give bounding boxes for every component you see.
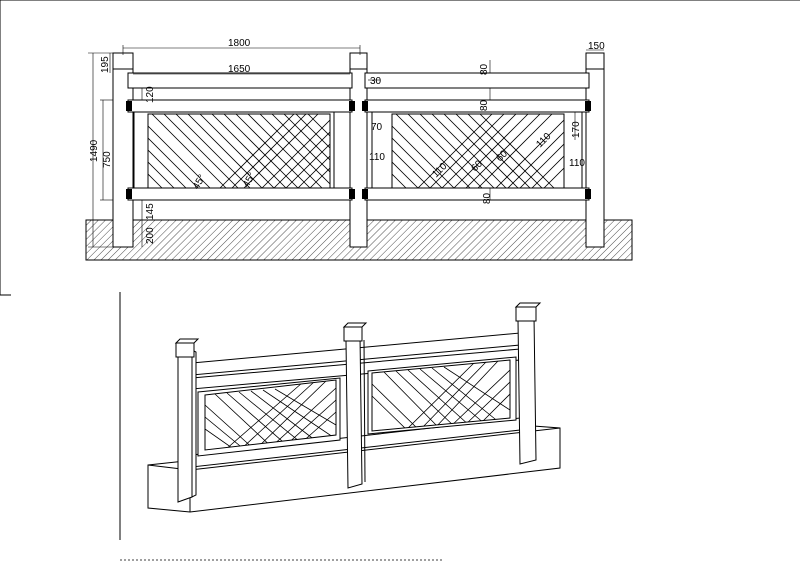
elevation-view: 1800 1650 150 195 1490 750 120 145 200 3… <box>85 38 633 261</box>
dim-rail-80-top: 80 <box>479 63 490 75</box>
dim-rail-length: 1650 <box>228 64 251 75</box>
panel-inner-left <box>147 113 331 189</box>
persp-post-left-cap <box>175 342 195 358</box>
dim-panel-height: 750 <box>102 151 113 168</box>
rail-stub <box>126 189 132 199</box>
dim-rail-80-bottom: 80 <box>482 192 493 204</box>
persp-post-middle-cap <box>343 326 363 342</box>
bottom-rail-left <box>127 187 353 201</box>
dim-total-height: 1490 <box>89 139 100 162</box>
post-middle-cap <box>349 52 368 70</box>
rail-stub <box>585 101 591 111</box>
post-left-cap <box>112 52 134 70</box>
rail-stub <box>349 189 355 199</box>
dim-rail-80-mid: 80 <box>479 99 490 111</box>
persp-post-middle <box>345 335 363 489</box>
bottom-rail-right <box>364 187 590 201</box>
slats-right <box>392 114 564 188</box>
dim-cap-height: 195 <box>100 56 111 73</box>
mid-rail-right <box>364 99 590 113</box>
rail-stub <box>362 101 368 111</box>
slats-left <box>148 114 330 188</box>
dim-total-width: 1800 <box>228 38 251 49</box>
dim-bottom-gap: 145 <box>145 203 156 220</box>
dim-gap-70: 70 <box>371 122 383 133</box>
post-middle <box>349 52 368 248</box>
top-rail-right <box>364 72 590 89</box>
top-rail-left <box>127 72 353 89</box>
persp-slats-left <box>205 380 336 450</box>
dim-frame-left-110: 110 <box>369 152 385 163</box>
post-right-cap <box>585 52 605 70</box>
dim-top-rail-gap: 120 <box>145 86 156 103</box>
dim-buried: 200 <box>145 227 156 244</box>
rail-stub <box>126 101 132 111</box>
persp-post-right-cap <box>515 306 537 322</box>
dimension-lines <box>88 45 604 248</box>
panel-inner-right <box>391 113 565 189</box>
persp-post-left <box>177 349 193 503</box>
rail-stub <box>349 101 355 111</box>
dim-frame-right-110: 110 <box>569 158 585 169</box>
rail-stub <box>585 189 591 199</box>
rail-stub <box>362 189 368 199</box>
perspective-view <box>147 302 561 513</box>
dim-offset-170: 170 <box>571 121 582 138</box>
persp-post-right <box>517 315 537 465</box>
persp-slats-right <box>372 360 510 431</box>
dim-post-width: 150 <box>588 41 605 52</box>
mid-rail-left <box>127 99 353 113</box>
dim-gap-30: 30 <box>370 76 382 87</box>
